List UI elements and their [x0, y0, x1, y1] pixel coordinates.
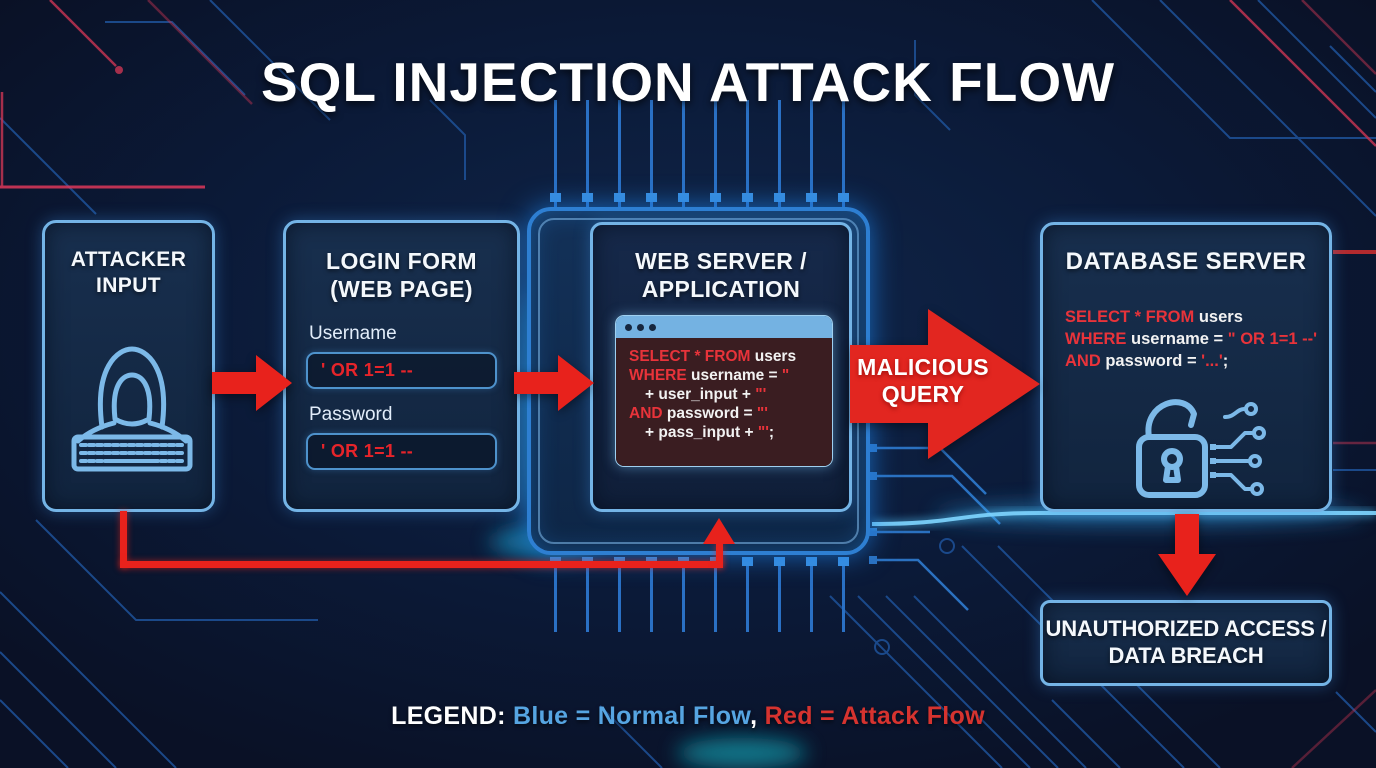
database-title: DATABASE SERVER: [1065, 248, 1307, 275]
sql-quote: "': [756, 405, 768, 422]
sql-text: username =: [686, 367, 782, 384]
attack-flow-line-vertical-right: [716, 542, 723, 568]
sql-text: users: [750, 348, 797, 365]
sql-line: + pass_input + "';: [629, 423, 832, 442]
legend-label: LEGEND:: [391, 702, 506, 730]
sql-text: users: [1194, 308, 1243, 327]
legend-separator: ,: [750, 702, 758, 730]
malicious-query-arrow: [850, 309, 1040, 459]
hacker-keyboard-icon: [71, 346, 193, 472]
attack-arrow-login-to-webserver: [514, 355, 594, 411]
chip-bottom-pins: [540, 557, 862, 632]
sql-line: AND password = "': [629, 404, 832, 423]
username-input: ' OR 1=1 --: [306, 352, 497, 390]
login-form-box: LOGIN FORM (WEB PAGE) Username ' OR 1=1 …: [283, 220, 520, 512]
page-title: SQL INJECTION ATTACK FLOW: [260, 51, 1116, 113]
attack-flow-line-horizontal: [120, 561, 723, 568]
unauthorized-line1: UNAUTHORIZED ACCESS /: [1045, 616, 1327, 642]
sql-keyword: AND: [629, 405, 663, 422]
sql-text: password =: [662, 405, 757, 422]
attack-arrow-database-to-breach: [1158, 514, 1216, 596]
unauthorized-access-box: UNAUTHORIZED ACCESS / DATA BREACH: [1040, 600, 1332, 686]
sql-keyword: WHERE: [629, 367, 687, 384]
sql-line: AND password = '...';: [1065, 350, 1329, 372]
web-server-box: WEB SERVER / APPLICATION SELECT * FROM u…: [590, 222, 852, 512]
sql-keyword: SELECT * FROM: [1065, 308, 1195, 327]
attacker-title-line2: INPUT: [96, 273, 161, 297]
login-title-line2: (WEB PAGE): [330, 276, 473, 303]
attacker-input-box: ATTACKER INPUT: [42, 220, 215, 512]
username-injected-value: ' OR 1=1 --: [321, 360, 414, 381]
sql-text: ;: [768, 424, 775, 441]
webserver-title-line2: APPLICATION: [641, 276, 801, 303]
malicious-label-line1: MALICIOUS: [857, 354, 989, 380]
sql-line: SELECT * FROM users: [1065, 306, 1329, 328]
sql-text: + user_input +: [645, 386, 756, 403]
sql-keyword: WHERE: [1065, 330, 1127, 349]
sql-line: WHERE username = ": [629, 366, 832, 385]
sql-quote: '...': [1201, 352, 1223, 371]
open-padlock-circuit-icon: [1136, 399, 1266, 498]
sql-text: username =: [1126, 330, 1228, 349]
legend-normal-flow: Blue = Normal Flow: [513, 702, 751, 730]
password-label: Password: [309, 404, 393, 426]
sql-line: SELECT * FROM users: [629, 347, 832, 366]
attack-arrow-attacker-to-login: [212, 355, 292, 411]
executed-sql-code: SELECT * FROM users WHERE username = " O…: [1065, 306, 1329, 372]
password-input: ' OR 1=1 --: [306, 433, 497, 471]
window-dot-icon: [649, 323, 656, 331]
attack-flow-arrowhead-up-icon: [703, 518, 735, 544]
sql-line: WHERE username = " OR 1=1 --': [1065, 328, 1329, 350]
unauthorized-line2: DATA BREACH: [1108, 643, 1264, 668]
sql-text: + pass_input +: [645, 424, 758, 441]
malicious-query-label: MALICIOUS QUERY: [848, 354, 998, 408]
sql-quote: ": [781, 367, 790, 384]
login-title-line1: LOGIN FORM: [326, 248, 477, 274]
sql-text: ;: [1222, 352, 1229, 371]
password-injected-value: ' OR 1=1 --: [321, 441, 414, 462]
database-server-box: DATABASE SERVER SELECT * FROM users WHER…: [1040, 222, 1332, 512]
legend-attack-flow: Red = Attack Flow: [764, 702, 985, 730]
chip-top-pins: [540, 100, 862, 207]
browser-window: SELECT * FROM users WHERE username = " +…: [615, 315, 833, 467]
vulnerable-sql-code: SELECT * FROM users WHERE username = " +…: [616, 338, 832, 466]
attacker-title-line1: ATTACKER: [70, 248, 187, 271]
sql-quote: "': [755, 386, 767, 403]
sql-keyword: SELECT * FROM: [629, 348, 751, 365]
username-label: Username: [309, 323, 397, 345]
chip-top-pin-caps: [540, 193, 862, 202]
webserver-title-line1: WEB SERVER /: [635, 248, 807, 274]
window-dot-icon: [637, 323, 644, 331]
legend: LEGEND: Blue = Normal Flow, Red = Attack…: [0, 702, 1376, 731]
sql-injection-payload: " OR 1=1 --': [1227, 330, 1318, 349]
browser-window-header: [616, 316, 832, 338]
sql-keyword: AND: [1065, 352, 1101, 371]
sql-text: password =: [1100, 352, 1202, 371]
window-dot-icon: [625, 323, 632, 331]
malicious-label-line2: QUERY: [881, 381, 965, 407]
attack-flow-line-vertical-left: [120, 511, 127, 568]
sql-line: + user_input + "': [629, 385, 832, 404]
sql-quote: "': [757, 424, 769, 441]
